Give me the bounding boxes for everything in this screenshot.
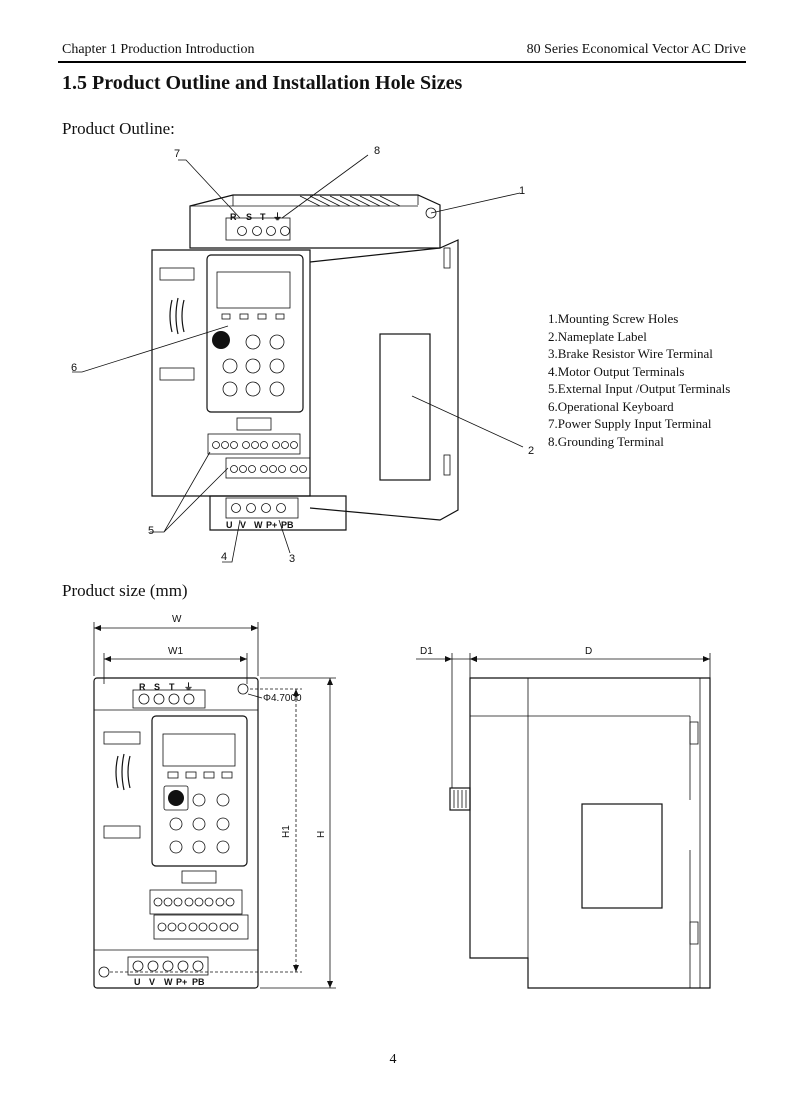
header-product: 80 Series Economical Vector AC Drive xyxy=(526,42,746,57)
outline-subtitle: Product Outline: xyxy=(62,119,175,138)
side-knob xyxy=(449,787,471,811)
callout-4: 4 xyxy=(221,551,227,563)
dim-d1: D1 xyxy=(420,646,433,657)
io-terminals-top xyxy=(207,433,301,455)
size-term-w: W xyxy=(164,977,173,987)
dim-w1: W1 xyxy=(168,646,183,657)
dim-h1: H1 xyxy=(281,825,292,838)
legend-item: 1.Mounting Screw Holes xyxy=(548,311,679,326)
size-term-r: R xyxy=(139,682,146,692)
outline-term-p: P+ xyxy=(266,520,277,530)
mount-hole-top xyxy=(425,207,437,219)
size-keyboard xyxy=(151,715,248,867)
operational-keyboard xyxy=(206,254,304,413)
size-term-s: S xyxy=(154,682,160,692)
front-view-outline xyxy=(93,677,259,989)
outline-term-r: R xyxy=(230,212,237,222)
dim-d: D xyxy=(585,646,592,657)
outline-term-u: U xyxy=(226,520,233,530)
legend-item: 3.Brake Resistor Wire Terminal xyxy=(548,346,713,361)
callout-7: 7 xyxy=(174,148,180,160)
mount-hole-upper xyxy=(237,683,249,695)
legend-item: 4.Motor Output Terminals xyxy=(548,363,685,379)
mount-hole-lower xyxy=(98,966,110,978)
outline-term-v: V xyxy=(240,520,246,530)
callout-2: 2 xyxy=(528,445,534,457)
outline-term-pb: PB xyxy=(281,520,294,530)
outline-term-s: S xyxy=(246,212,252,222)
header-chapter: Chapter 1 Production Introduction xyxy=(62,42,255,57)
outline-term-t: T xyxy=(260,212,266,222)
size-term-ground: ⏚ xyxy=(184,682,193,692)
side-nameplate xyxy=(581,803,663,909)
outline-term-ground: ⏚ xyxy=(273,212,282,222)
size-term-u: U xyxy=(134,977,141,987)
callout-1: 1 xyxy=(519,185,525,197)
page-number: 4 xyxy=(389,1052,397,1067)
outline-term-w: W xyxy=(254,520,263,530)
size-term-p: P+ xyxy=(176,977,187,987)
size-term-v: V xyxy=(149,977,155,987)
bottom-housing xyxy=(209,495,347,531)
dim-w: W xyxy=(172,614,182,625)
legend-item: 8.Grounding Terminal xyxy=(548,433,664,449)
legend-item: 7.Power Supply Input Terminal xyxy=(548,416,712,431)
callout-8: 8 xyxy=(374,145,380,157)
io-terminals-bottom xyxy=(225,457,311,479)
size-term-pb: PB xyxy=(192,977,205,987)
dim-h: H xyxy=(316,831,327,838)
size-term-t: T xyxy=(169,682,175,692)
legend-item: 5.External Input /Output Terminals xyxy=(548,381,731,396)
header-rule xyxy=(58,61,746,63)
knob-icon xyxy=(212,331,230,349)
callout-3: 3 xyxy=(289,553,295,565)
nameplate-label xyxy=(379,333,431,481)
legend-item: 6.Operational Keyboard xyxy=(548,398,674,414)
dim-hole: Φ4.7000 xyxy=(263,693,302,704)
callout-5: 5 xyxy=(148,525,154,537)
component-legend: 1.Mounting Screw Holes 2.Nameplate Label… xyxy=(548,310,730,450)
legend-item: 2.Nameplate Label xyxy=(548,328,647,344)
size-subtitle: Product size (mm) xyxy=(62,581,188,600)
display-window xyxy=(216,271,291,309)
section-title: 1.5 Product Outline and Installation Hol… xyxy=(62,72,463,94)
callout-6: 6 xyxy=(71,362,77,374)
side-view-outline xyxy=(469,677,711,989)
